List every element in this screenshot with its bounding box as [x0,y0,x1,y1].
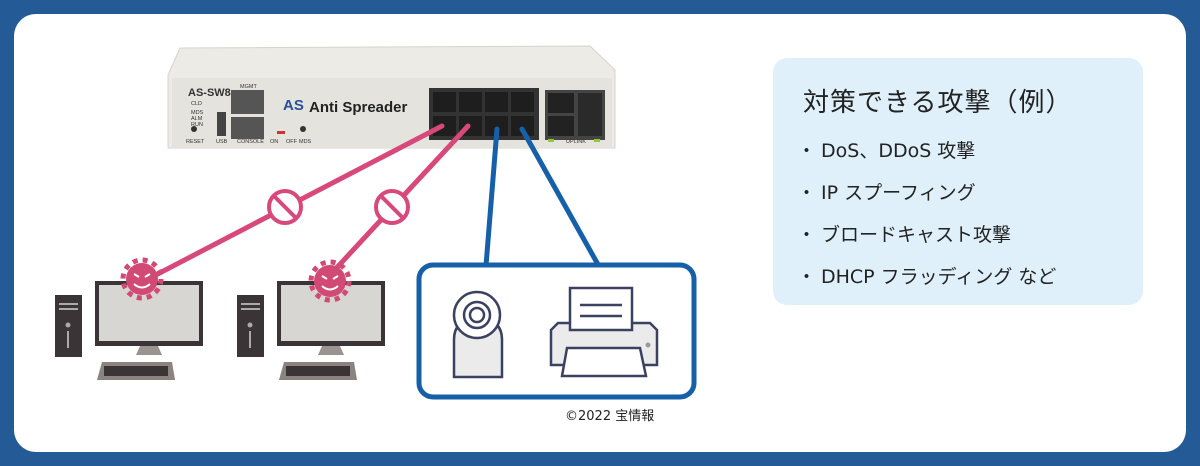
mds-led-label: MDS [191,110,204,116]
attack-item-label: DoS、DDoS 攻撃 [821,140,976,162]
virus-icon [308,259,352,303]
allowed-connection-printer [519,126,608,280]
printer-icon [549,286,659,378]
list-item: ・DoS、DDoS 攻撃 [797,140,976,162]
camera-icon [452,290,504,379]
attack-item-label: IP スプーフィング [821,182,976,204]
reset-label: RESET [186,139,205,145]
allowed-connection-camera [482,126,500,281]
block-icon [267,189,303,225]
virus-icon [120,257,164,301]
brand-logo: AS [283,97,304,114]
attack-list: ・DoS、DDoS 攻撃 ・IP スプーフィング ・ブロードキャスト攻撃 ・DH… [797,130,1056,298]
list-item: ・IP スプーフィング [797,182,976,204]
run-label: RUN [191,122,203,128]
on-label: ON [270,139,278,145]
attack-item-label: ブロードキャスト攻撃 [821,224,1012,246]
mgmt-label: MGMT [240,84,257,90]
console-label: CONSOLE [237,139,264,145]
copyright: ©2022 宝情報 [565,409,655,424]
usb-label: USB [216,139,228,145]
infected-computer [237,281,385,380]
uplink-label: UPLINK [566,139,586,145]
model-label: AS-SW8 [188,87,231,99]
alm-label: ALM [191,116,203,122]
attack-item-label: DHCP フラッディング など [821,266,1057,288]
cld-label: CLD [191,101,202,107]
list-item: ・DHCP フラッディング など [797,266,1057,288]
block-icon [374,189,410,225]
off-label: OFF [286,139,298,145]
anti-spreader-switch: AS-SW8 AS Anti Spreader MGMT CLD MDS ALM… [167,45,616,149]
brand-name: Anti Spreader [309,99,408,116]
attack-examples-panel: 対策できる攻撃（例） ・DoS、DDoS 攻撃 ・IP スプーフィング ・ブロー… [773,58,1143,305]
panel-title: 対策できる攻撃（例） [803,88,1073,118]
mds-button-label: MDS [299,139,312,145]
list-item: ・ブロードキャスト攻撃 [797,224,1012,246]
